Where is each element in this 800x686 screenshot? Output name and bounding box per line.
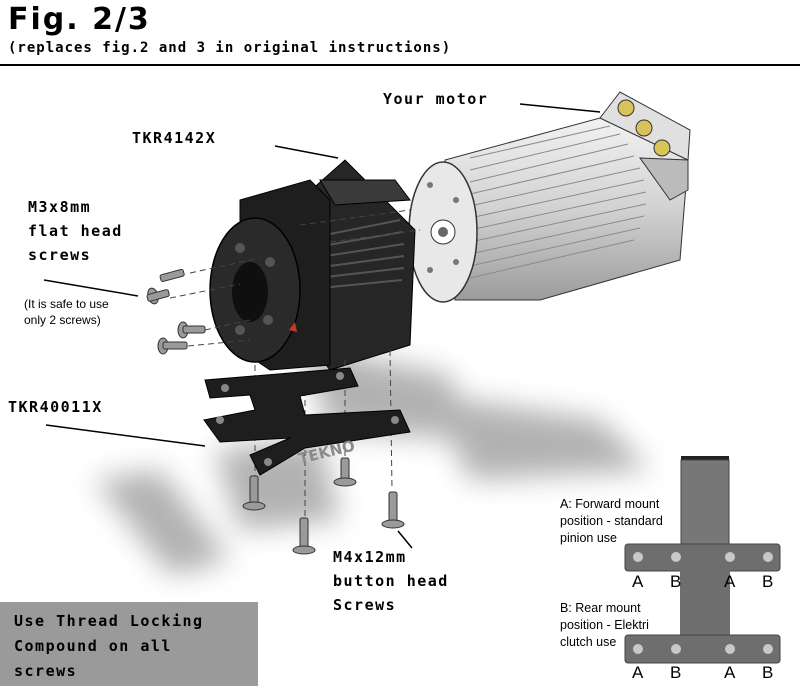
motor-label: Your motor <box>383 90 489 108</box>
flat-head-screws <box>146 268 206 355</box>
flat-screws-line-3: screws <box>28 246 92 264</box>
plate-part-label: TKR40011X <box>8 398 103 416</box>
button-screws-line-2: button head <box>333 572 449 590</box>
screw-note-line-1: (It is safe to use <box>24 297 109 311</box>
figure-subtitle: (replaces fig.2 and 3 in original instru… <box>8 40 452 56</box>
legend-b-line-1: B: Rear mount <box>560 601 641 615</box>
figure-title: Fig. 2/3 <box>8 2 151 37</box>
mount-part-label: TKR4142X <box>132 129 217 147</box>
top-hole-label-3: A <box>724 572 736 591</box>
position-legend-diagram <box>624 456 781 664</box>
thread-locking-warning: Use Thread Locking Compound on all screw… <box>0 602 258 686</box>
flat-screws-line-1: M3x8mm <box>28 198 92 216</box>
legend-a-line-3: pinion use <box>560 531 617 545</box>
bottom-hole-label-3: A <box>724 663 736 682</box>
legend-a-line-1: A: Forward mount <box>560 497 660 511</box>
title-divider <box>0 64 800 66</box>
screw-note-line-2: only 2 screws) <box>24 313 101 327</box>
warning-line-3: screws <box>14 662 78 680</box>
button-screws-line-3: Screws <box>333 596 397 614</box>
motor <box>408 91 691 303</box>
top-hole-label-4: B <box>762 572 774 591</box>
bottom-hole-label-1: A <box>632 663 644 682</box>
bottom-hole-label-2: B <box>670 663 682 682</box>
warning-line-2: Compound on all <box>14 637 172 655</box>
motor-mount <box>209 159 416 371</box>
flat-screws-line-2: flat head <box>28 222 123 240</box>
top-hole-label-2: B <box>670 572 682 591</box>
bottom-hole-label-4: B <box>762 663 774 682</box>
button-screws-line-1: M4x12mm <box>333 548 407 566</box>
leader-lines <box>43 103 601 549</box>
legend-b-line-2: position - Elektri <box>560 618 649 632</box>
legend-a-line-2: position - standard <box>560 514 663 528</box>
legend-b-line-3: clutch use <box>560 635 617 649</box>
top-hole-label-1: A <box>632 572 644 591</box>
button-head-screws <box>242 457 405 555</box>
warning-line-1: Use Thread Locking <box>14 612 204 630</box>
